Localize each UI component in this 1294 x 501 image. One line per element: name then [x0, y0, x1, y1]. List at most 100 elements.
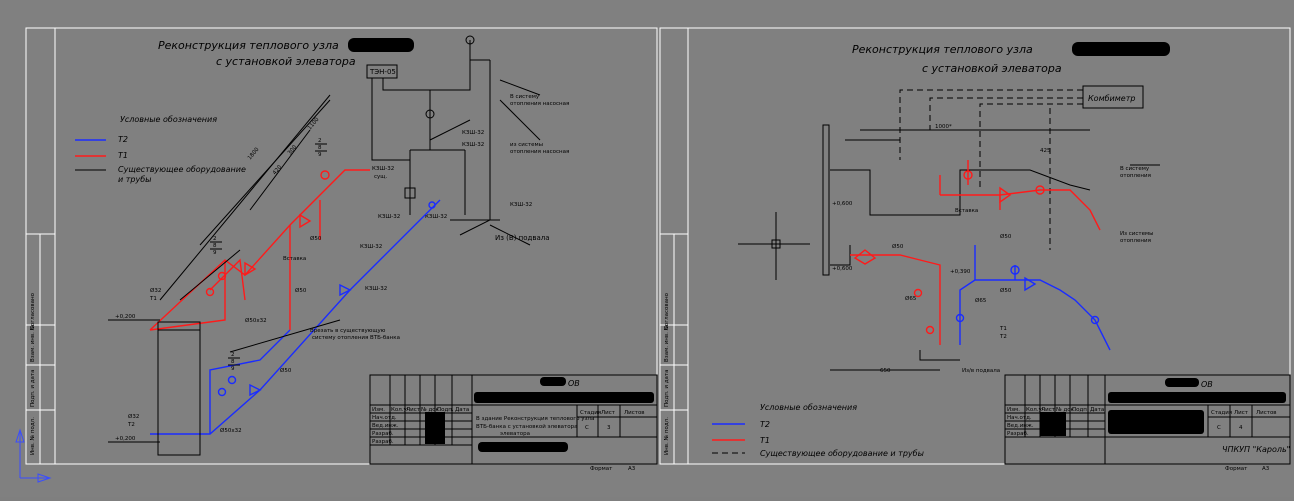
right-title-line2: с установкой элеватора [922, 62, 1062, 75]
left-legend-existing2: и трубы [118, 175, 151, 184]
side-label-1: Согласовано [30, 292, 36, 330]
kzsh-label: КЗШ-32 [365, 286, 387, 292]
svg-text:Нач.отд.: Нач.отд. [372, 415, 397, 421]
svg-text:3: 3 [607, 425, 611, 431]
svg-text:№ док.: № док. [1056, 407, 1076, 413]
diameter-label: Ø50 [892, 243, 904, 250]
svg-text:В здание Реконструкция теплово: В здание Реконструкция теплового узла [476, 416, 594, 422]
level-label: +0,600 [832, 201, 853, 207]
crosshair-cursor-icon [738, 212, 810, 280]
svg-text:Подп.: Подп. [1072, 407, 1089, 413]
sush-label: сущ. [374, 174, 387, 180]
diameter-label: Ø50 [1000, 287, 1012, 294]
ucs-axis-icon [15, 428, 52, 483]
svg-text:Разраб.: Разраб. [372, 431, 394, 437]
svg-text:Вед.инж.: Вед.инж. [1007, 423, 1034, 429]
t2-pipe [150, 199, 441, 435]
vstavka-label: Вставка [283, 256, 306, 262]
ten-box [366, 64, 398, 79]
side-label-3: Подп. и дата [30, 370, 36, 407]
to-system-label: В систему [510, 94, 540, 100]
diameter-label: Ø50 [310, 235, 322, 242]
fraction-callout: 2 8 9 [210, 236, 222, 256]
level-label: +0,200 [115, 436, 136, 442]
right-legend-title: Условные обозначения [760, 403, 857, 412]
svg-text:Листов: Листов [624, 410, 645, 416]
svg-text:2: 2 [318, 138, 322, 144]
podval-label: Из/в подвала [962, 368, 1000, 374]
dimension-label: 420 [272, 164, 284, 176]
kombimetr-box [1082, 85, 1144, 109]
side-label-4: Инв. № подл. [664, 417, 670, 455]
to-system-label: отопления [1120, 173, 1151, 179]
left-legend-t2: Т2 [118, 135, 128, 144]
left-title-line2: с установкой элеватора [216, 55, 356, 68]
side-label-1: Согласовано [664, 292, 670, 330]
svg-text:Формат: Формат [1225, 466, 1248, 472]
svg-text:А3: А3 [1262, 466, 1270, 472]
svg-text:Разраб.: Разраб. [372, 439, 394, 445]
svg-text:Стадия: Стадия [580, 410, 601, 416]
level-label: +0,200 [115, 314, 136, 320]
diameter-label: Ø32 [128, 413, 139, 420]
redacted-block [348, 38, 414, 52]
pipe-label: Т2 [999, 334, 1007, 340]
svg-text:№ док.: № док. [421, 407, 441, 413]
right-legend-t2: Т2 [760, 420, 770, 429]
side-label-4: Инв. № подл. [30, 417, 36, 455]
svg-text:Формат: Формат [590, 466, 613, 472]
to-system-label-2: отопления насосная [510, 101, 569, 107]
svg-text:С: С [585, 425, 589, 431]
svg-text:Подп.: Подп. [437, 407, 454, 413]
svg-text:Лист: Лист [1041, 407, 1056, 413]
fraction-callout: 2 8 9 [315, 138, 327, 158]
diameter-label: Ø50 [295, 287, 307, 294]
diameter-label: Ø65 [975, 297, 987, 304]
svg-text:Листов: Листов [1256, 410, 1277, 416]
svg-text:8: 8 [231, 359, 235, 365]
svg-text:С: С [1217, 425, 1221, 431]
right-title-block: Изм. Кол.уч Лист № док. Подп. Дата Нач.о… [1004, 374, 1291, 472]
left-sheet: Согласовано Взам. инв. № Подп. и дата Ин… [25, 27, 658, 472]
svg-text:ВТБ-банка с установкой элевато: ВТБ-банка с установкой элеватора [476, 423, 578, 430]
kzsh-label: КЗШ-32 [372, 166, 394, 172]
t1-pipe [149, 169, 370, 331]
dimension-label: 1000* [935, 124, 952, 130]
svg-text:ЧПКУП "Кароль": ЧПКУП "Кароль" [1222, 445, 1290, 454]
svg-text:Лист: Лист [601, 410, 616, 416]
svg-text:9: 9 [318, 152, 322, 158]
level-label: +0,600 [832, 266, 853, 272]
pipe-label: Т2 [127, 422, 135, 428]
left-legend-title: Условные обозначения [120, 115, 217, 124]
pipe-label: Т1 [149, 296, 157, 302]
dimension-label: 300 [287, 144, 299, 156]
svg-text:Вед.инж.: Вед.инж. [372, 423, 399, 429]
svg-text:Дата: Дата [455, 407, 469, 413]
svg-text:9: 9 [231, 366, 235, 372]
vrezka-label: Врезать в существующую [310, 328, 386, 334]
from-system-label: Из системы [1120, 231, 1154, 237]
from-system-label: отопления [1120, 238, 1151, 244]
svg-text:8: 8 [318, 145, 322, 151]
wall-hatch [822, 124, 830, 276]
svg-text:ОВ: ОВ [568, 379, 580, 388]
left-title-line1: Реконструкция теплового узла [158, 39, 339, 52]
t2-pipe [959, 279, 1111, 351]
side-label-2: Взам. инв. № [30, 324, 36, 362]
level-label: +0,390 [950, 269, 971, 275]
right-legend-t1: Т1 [760, 436, 770, 445]
svg-text:Кол.уч: Кол.уч [1026, 407, 1045, 413]
diameter-label: Ø65 [905, 295, 917, 302]
svg-text:Изм.: Изм. [1007, 407, 1020, 413]
right-legend-existing: Существующее оборудование и трубы [760, 449, 924, 458]
left-legend-existing: Существующее оборудование [118, 165, 246, 174]
from-system-label-2: отопления насосная [510, 149, 569, 155]
kzsh-label: КЗШ-32 [425, 214, 447, 220]
kzsh-label: КЗШ-32 [462, 142, 484, 148]
svg-text:Дата: Дата [1090, 407, 1104, 413]
svg-text:4: 4 [1239, 425, 1243, 431]
dimension-label: 425 [1040, 148, 1051, 154]
diameter-label: Ø50 [280, 367, 292, 374]
